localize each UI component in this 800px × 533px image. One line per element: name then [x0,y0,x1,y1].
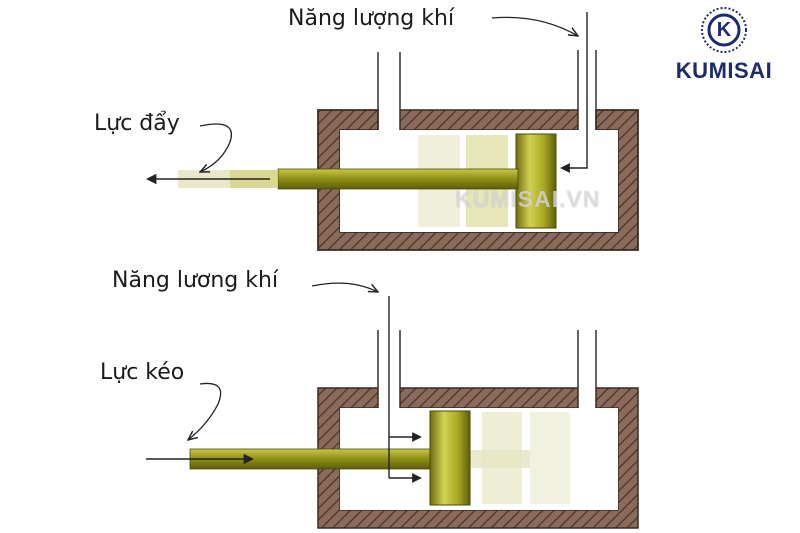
pull-pointer [188,382,222,440]
kumisai-logo [701,7,747,53]
label-pull-force: Lực kéo [100,360,185,385]
energy-top-pointer [491,16,578,36]
label-push-force: Lực đẩy [94,111,180,136]
bottom-ghost-piston-2 [530,412,570,504]
bottom-piston [429,410,471,506]
brand-name: KUMISAI [675,58,773,83]
label-energy-bottom: Năng lương khí [112,268,279,293]
bottom-housing-bar [399,387,579,409]
bottom-cylinder [146,282,639,529]
top-air-arrow [560,12,588,173]
top-housing-bar [399,109,579,131]
logo-letter: K [716,19,732,41]
energy-bottom-pointer [311,282,378,292]
top-cylinder [145,12,639,251]
logo-ring-outer [701,7,747,53]
push-pointer [200,123,232,172]
label-energy-top: Năng lượng khí [288,6,455,31]
top-piston [515,133,557,229]
logo-circle [707,13,741,47]
watermark: KUMISAI.VN [455,186,601,212]
